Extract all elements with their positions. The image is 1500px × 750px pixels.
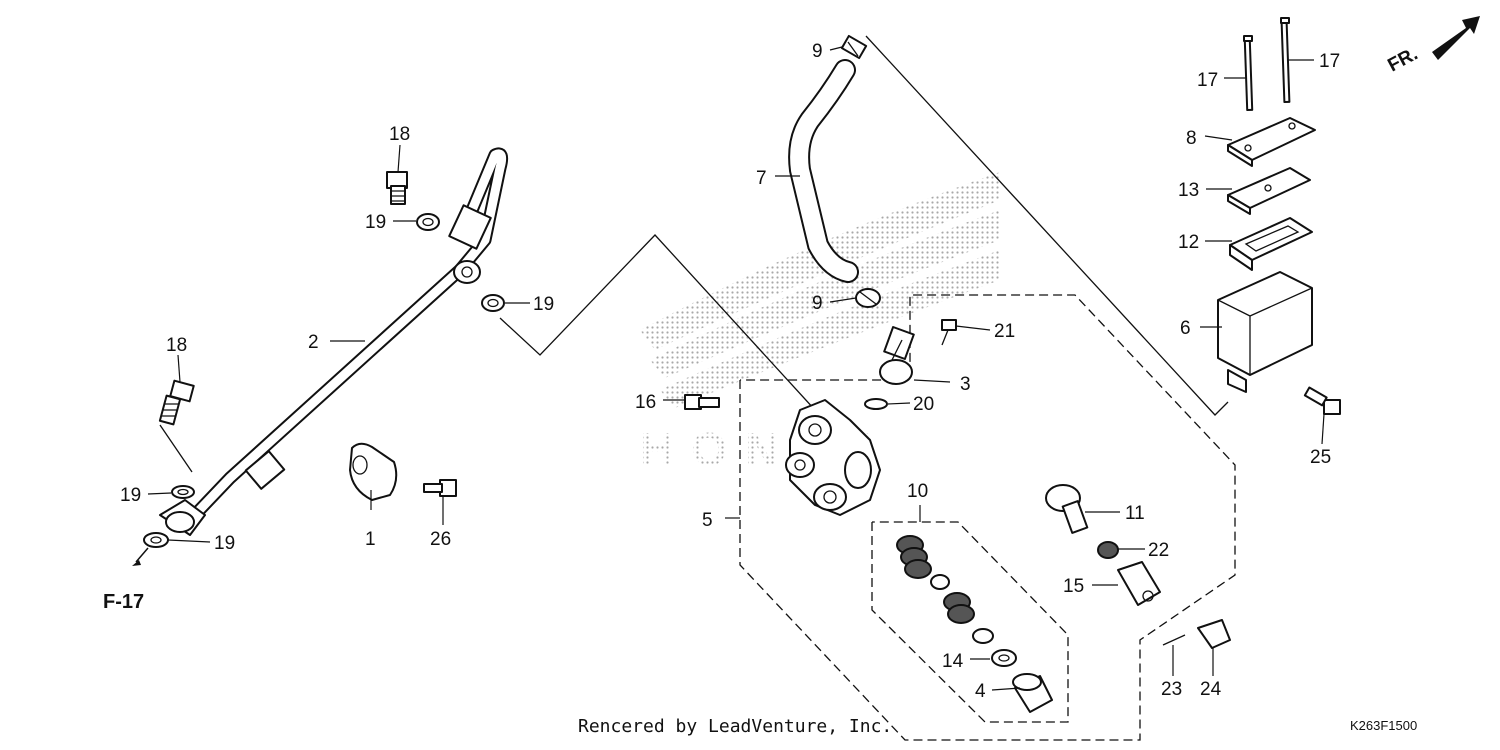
render-credit: Rencered by LeadVenture, Inc. (578, 716, 892, 737)
callout-20: 20 (913, 394, 934, 415)
brake-hose (159, 147, 509, 536)
callout-1: 1 (365, 529, 376, 550)
master-cylinder (785, 399, 881, 516)
section-ref-label: F-17 (103, 591, 144, 613)
callout-14: 14 (942, 651, 964, 672)
push-rod (1045, 484, 1089, 534)
banjo-bolt-upper (386, 171, 408, 205)
callout-leaders (147, 46, 1325, 691)
piston-boot (1012, 673, 1053, 713)
reservoir-bolt (1303, 386, 1341, 415)
callout-9a: 9 (812, 41, 823, 62)
section-reference: F-17 (103, 547, 149, 613)
hose-joint (879, 326, 915, 385)
callout-23: 23 (1161, 679, 1182, 700)
clamp-bolt (423, 479, 457, 497)
callout-21: 21 (994, 321, 1015, 342)
reservoir-cover (1227, 117, 1316, 167)
callout-18a: 18 (389, 124, 410, 145)
reservoir-hose (788, 59, 859, 283)
callout-4: 4 (975, 681, 986, 702)
callout-11: 11 (1125, 503, 1145, 524)
callout-2: 2 (308, 332, 319, 353)
callout-12: 12 (1178, 232, 1199, 253)
joint-o-ring (864, 398, 888, 410)
assembly-outlines (739, 294, 1236, 741)
callout-19b: 19 (533, 294, 554, 315)
diagram-code: K263F1500 (1350, 718, 1417, 733)
callout-3: 3 (960, 374, 971, 395)
joint-screw (941, 319, 957, 346)
diaphragm-plate (1227, 167, 1311, 215)
callout-25: 25 (1310, 447, 1331, 468)
callout-7: 7 (756, 168, 767, 189)
callout-24: 24 (1200, 679, 1222, 700)
callout-19c: 19 (120, 485, 141, 506)
push-rod-nut (1097, 541, 1119, 559)
cover-screws (1243, 17, 1291, 112)
hose-clamp (349, 442, 398, 501)
master-cylinder-bolt (684, 394, 720, 410)
hose-clip-lower (855, 288, 881, 308)
callout-9b: 9 (812, 293, 823, 314)
pivot-pin (1197, 619, 1231, 649)
callout-16: 16 (635, 392, 656, 413)
cotter-pin (1162, 634, 1186, 646)
callout-13: 13 (1178, 180, 1199, 201)
callout-19a: 19 (365, 212, 386, 233)
fluid-reservoir (1217, 271, 1313, 393)
callout-5: 5 (702, 510, 713, 531)
callout-8: 8 (1186, 128, 1197, 149)
callout-19d: 19 (214, 533, 235, 554)
circlip (991, 649, 1017, 667)
callout-15: 15 (1063, 576, 1084, 597)
callout-6: 6 (1180, 318, 1191, 339)
callout-17b: 17 (1319, 51, 1340, 72)
callout-17a: 17 (1197, 70, 1218, 91)
sealing-washers (143, 213, 505, 548)
callout-18b: 18 (166, 335, 187, 356)
piston-kit (896, 535, 994, 644)
connector-lines (159, 35, 1229, 473)
hose-clip-upper (840, 34, 868, 60)
callout-26: 26 (430, 529, 451, 550)
callout-10: 10 (907, 481, 928, 502)
callout-labels: 1 2 3 4 5 6 7 8 9 9 10 11 12 13 14 15 16… (120, 41, 1340, 702)
callout-22: 22 (1148, 540, 1169, 561)
front-marker: FR. (1384, 44, 1421, 77)
banjo-bolt-lower (158, 379, 195, 426)
push-rod-joint (1117, 561, 1161, 606)
diaphragm (1229, 217, 1313, 271)
front-direction-arrow: FR. (1384, 16, 1480, 76)
